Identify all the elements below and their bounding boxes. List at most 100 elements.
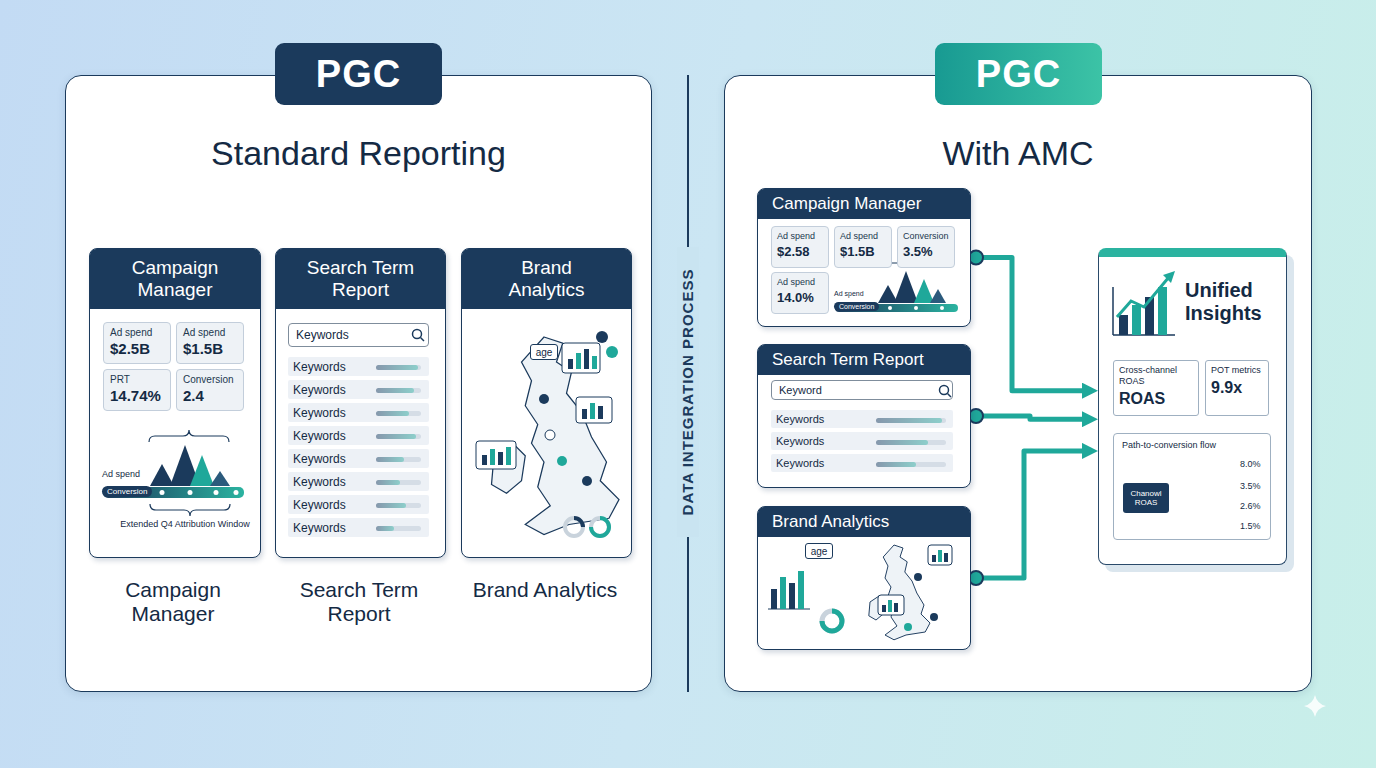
tile-box: Conversion 2.4 (176, 369, 244, 411)
node-value: 3.5% (903, 244, 949, 259)
connector (976, 258, 1082, 391)
node-heading: POT metrics (1211, 365, 1263, 376)
node-heading: Ad spend (777, 231, 823, 241)
node-value: ROAS (1119, 390, 1193, 408)
node-heading: Standard Reporting (66, 134, 651, 173)
node-heading: Keywords (776, 413, 824, 425)
series-pill: Conversion (834, 302, 879, 311)
node-heading: Cross-channel ROAS (1119, 365, 1193, 387)
node-heading: Brand Analytics (758, 507, 970, 537)
node-heading: Campaign Manager (90, 249, 260, 309)
node-heading: PGC (976, 53, 1061, 96)
series-pill: Conversion (102, 486, 152, 497)
badge-box: PGC (935, 43, 1102, 105)
node-value: $1.5B (840, 244, 886, 259)
node-value: 9.9x (1211, 379, 1263, 397)
cardR-box: Brand Analytics age (757, 506, 971, 650)
card-caption: Brand Analytics (470, 578, 620, 602)
tileS-box: Ad spend $2.58 (771, 226, 829, 268)
flow-value: 1.5% (1240, 521, 1261, 531)
connector-port (969, 251, 983, 265)
node-heading: Keywords (293, 406, 346, 420)
row-box: Keywords (771, 454, 953, 472)
node-heading: Campaign Manager (758, 189, 970, 219)
node-heading: age (811, 546, 828, 557)
node-heading: Search Term Report (276, 249, 445, 309)
node-heading: Keywords (293, 452, 346, 466)
row-box: Keywords (288, 426, 429, 445)
row-box: Keywords (288, 357, 429, 376)
tile-box: PRT 14.74% (103, 369, 171, 411)
panel-box: With AMC Campaign ManagerAd spend$2.58Ad… (724, 75, 1312, 692)
node-heading: With AMC (725, 134, 1311, 173)
flow-value: 2.6% (1240, 501, 1261, 511)
connector (976, 416, 1082, 419)
unified-box: Unified InsightsCross-channel ROASROASPO… (1098, 248, 1287, 565)
sparkle (1304, 695, 1326, 717)
axis-label: Ad spend (834, 290, 864, 297)
utile-box: POT metrics 9.9x (1205, 360, 1269, 416)
node-heading: Path-to-conversion flow (1122, 440, 1262, 450)
tileS-box: Ad spend $1.5B (834, 226, 892, 268)
agebox-box: age (530, 344, 558, 360)
node-heading: Keywords (293, 429, 346, 443)
node-heading: Keywords (296, 328, 349, 342)
node-heading: Ad spend (840, 231, 886, 241)
node-value: $1.5B (183, 340, 237, 357)
tileS-box: Conversion 3.5% (897, 226, 955, 268)
node-heading: Keywords (293, 383, 346, 397)
row-box: Keywords (288, 518, 429, 537)
tile-box: Ad spend $1.5B (176, 322, 244, 364)
node-value: 14.74% (110, 387, 164, 404)
node-heading: Search Term Report (758, 345, 970, 375)
agebox-box: age (805, 543, 833, 559)
node-heading: Keywords (293, 498, 346, 512)
node-heading: PGC (316, 53, 401, 96)
node-heading: Conversion (183, 374, 237, 385)
card-caption: Search Term Report (284, 578, 434, 626)
node-heading: Keywords (293, 521, 346, 535)
row-box: Keywords (771, 432, 953, 450)
cardL-box: Campaign Manager Ad spend $2.5B Ad spend $1.… (89, 248, 261, 558)
window-note: Extended Q4 Attribution Window (120, 519, 250, 530)
connector (976, 451, 1082, 578)
axis-label: Ad spend (102, 469, 140, 479)
process-label: DATA INTEGRATION PROCESS (677, 247, 699, 537)
badge-box: PGC (275, 43, 442, 105)
node-heading: PRT (110, 374, 164, 385)
cardL-box: Brand Analytics age (461, 248, 632, 558)
node-heading: Chanowl ROAS (1123, 489, 1169, 507)
node-value: $2.5B (110, 340, 164, 357)
tileS-box: Ad spend 14.0% (771, 272, 829, 314)
node-heading: Ad spend (183, 327, 237, 338)
node-heading: Ad spend (777, 277, 823, 287)
row-box: Keywords (288, 380, 429, 399)
node-heading: Keywords (776, 457, 824, 469)
card-caption: Campaign Manager (98, 578, 248, 626)
node-value: 2.4 (183, 387, 237, 404)
tile-box: Ad spend $2.5B (103, 322, 171, 364)
node-heading: Conversion (903, 231, 949, 241)
row-box: Keywords (288, 495, 429, 514)
darkbox-box: Chanowl ROAS (1123, 483, 1169, 513)
node-value: 14.0% (777, 290, 823, 305)
node-heading: age (536, 347, 553, 358)
row-box: Keywords (288, 472, 429, 491)
utile-box: Cross-channel ROAS ROAS (1113, 360, 1199, 416)
connector-port (969, 571, 983, 585)
connector-port (969, 409, 983, 423)
cardR-box: Search Term ReportKeywordKeywordsKeyword… (757, 344, 971, 488)
node-heading: Keyword (779, 384, 822, 396)
node-heading: Brand Analytics (462, 249, 631, 309)
search-box: Keyword (771, 380, 953, 400)
node-heading: Ad spend (110, 327, 164, 338)
node-heading: Keywords (293, 475, 346, 489)
flow-value: 8.0% (1240, 459, 1261, 469)
row-box: Keywords (771, 410, 953, 428)
node-value: $2.58 (777, 244, 823, 259)
node-heading: Keywords (293, 360, 346, 374)
row-box: Keywords (288, 449, 429, 468)
row-box: Keywords (288, 403, 429, 422)
node-heading: Keywords (776, 435, 824, 447)
search-box: Keywords (288, 323, 429, 347)
